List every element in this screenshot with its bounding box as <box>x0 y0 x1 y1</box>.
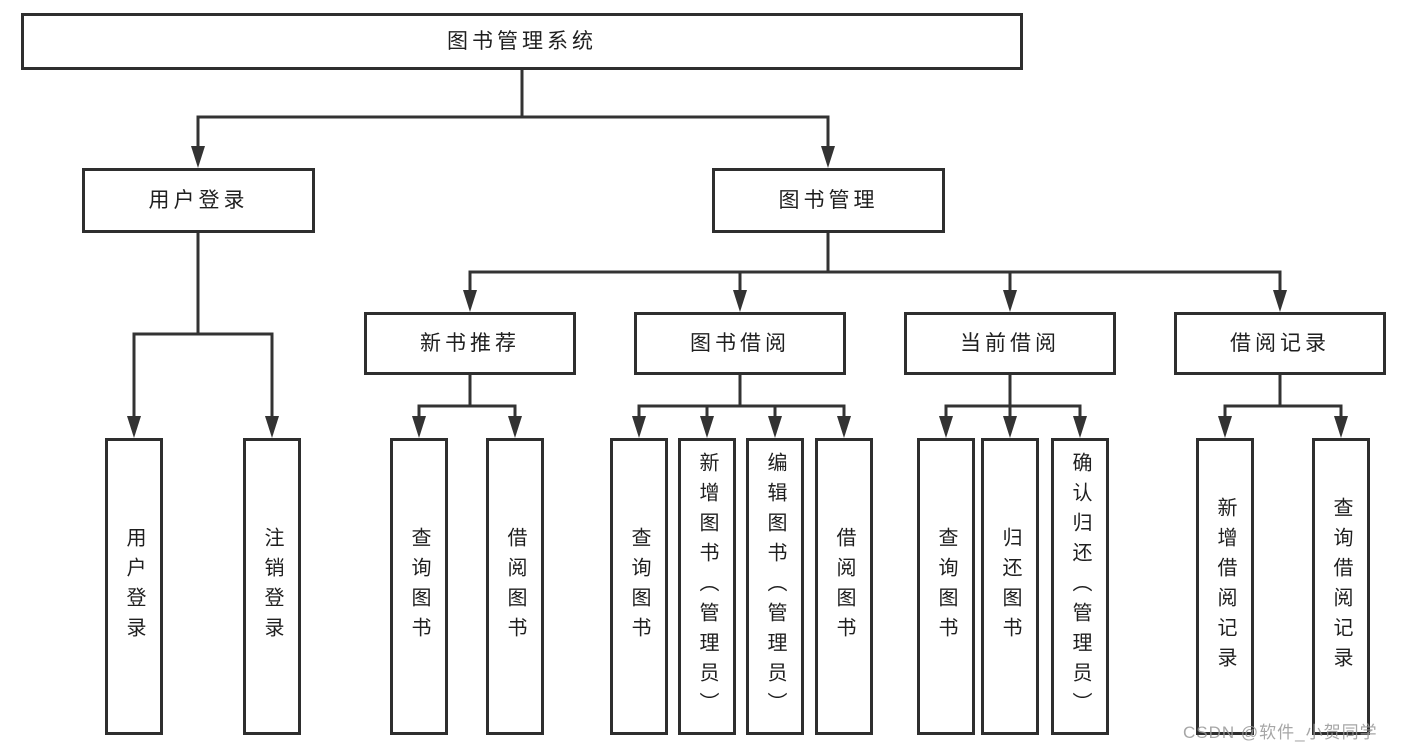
node-new-book-recommend: 新书推荐 <box>364 312 576 375</box>
node-book-management: 图书管理 <box>712 168 945 233</box>
arrow-down-icon <box>632 416 646 438</box>
arrow-down-icon <box>1073 416 1087 438</box>
arrow-down-icon <box>1218 416 1232 438</box>
node-library-management-system: 图书管理系统 <box>21 13 1023 70</box>
arrow-down-icon <box>939 416 953 438</box>
arrow-down-icon <box>265 416 279 438</box>
leaf-query-borrow-record: 查询借阅记录 <box>1312 438 1370 735</box>
csdn-watermark: CSDN @软件_小贺同学 <box>1183 723 1378 742</box>
arrow-down-icon <box>412 416 426 438</box>
connector-userlogin-to-leaves <box>132 231 274 420</box>
arrow-down-icon <box>837 416 851 438</box>
connector-current-to-leaves <box>944 373 1082 420</box>
node-book-borrowing: 图书借阅 <box>634 312 846 375</box>
arrow-down-icon <box>768 416 782 438</box>
arrow-down-icon <box>508 416 522 438</box>
arrow-down-icon <box>700 416 714 438</box>
leaf-confirm-return-admin: 确认归还（管理员） <box>1051 438 1109 735</box>
node-user-login: 用户登录 <box>82 168 315 233</box>
arrow-down-icon <box>1003 416 1017 438</box>
leaf-query-books-recommend: 查询图书 <box>390 438 448 735</box>
leaf-user-login: 用户登录 <box>105 438 163 735</box>
leaf-edit-book-admin: 编辑图书（管理员） <box>746 438 804 735</box>
arrow-down-icon <box>1273 290 1287 312</box>
arrow-down-icon <box>821 146 835 168</box>
arrow-down-icon <box>191 146 205 168</box>
leaf-add-borrow-record: 新增借阅记录 <box>1196 438 1254 735</box>
arrow-down-icon <box>127 416 141 438</box>
leaf-query-books-borrowing: 查询图书 <box>610 438 668 735</box>
leaf-logout: 注销登录 <box>243 438 301 735</box>
connector-bookmgmt-to-level3 <box>468 231 1282 296</box>
arrow-down-icon <box>463 290 477 312</box>
connector-root-to-level2 <box>196 68 830 150</box>
arrow-down-icon <box>1334 416 1348 438</box>
connector-newbook-to-leaves <box>417 373 517 420</box>
leaf-add-book-admin: 新增图书（管理员） <box>678 438 736 735</box>
connector-borrowing-to-leaves <box>637 373 846 420</box>
arrow-down-icon <box>1003 290 1017 312</box>
leaf-return-books: 归还图书 <box>981 438 1039 735</box>
node-current-borrowing: 当前借阅 <box>904 312 1116 375</box>
connector-records-to-leaves <box>1223 373 1343 420</box>
arrow-down-icon <box>733 290 747 312</box>
leaf-borrow-books-recommend: 借阅图书 <box>486 438 544 735</box>
node-borrowing-records: 借阅记录 <box>1174 312 1386 375</box>
leaf-borrow-books-borrowing: 借阅图书 <box>815 438 873 735</box>
leaf-query-books-current: 查询图书 <box>917 438 975 735</box>
